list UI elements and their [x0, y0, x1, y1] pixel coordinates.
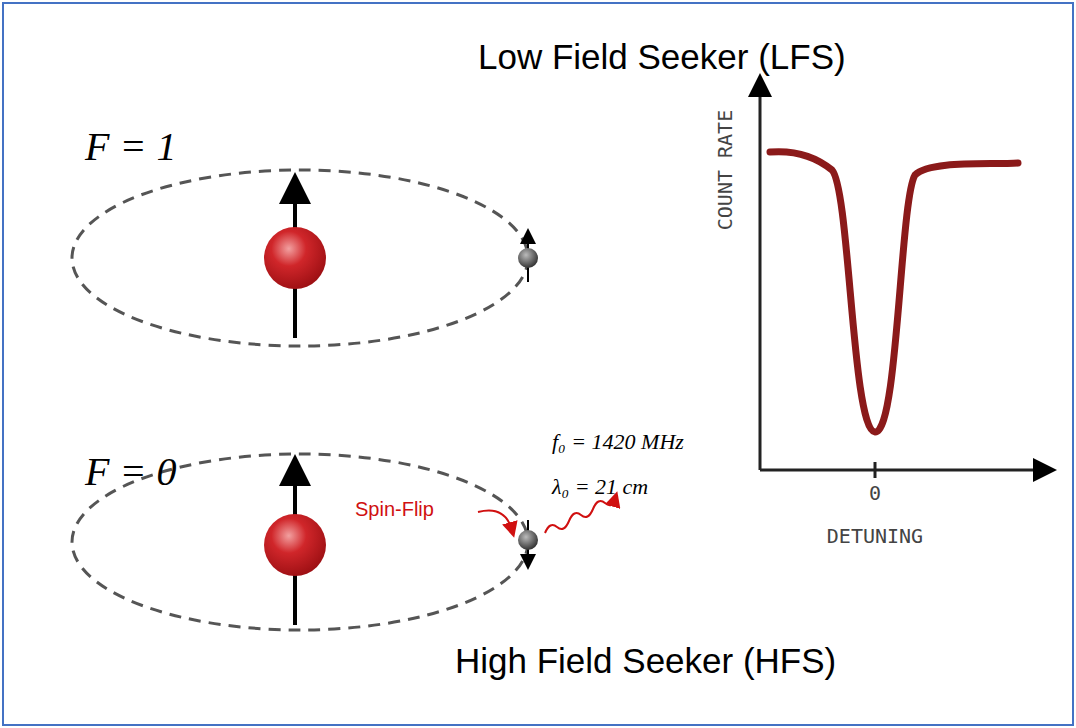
orbit	[72, 170, 528, 346]
wavelength-label: λ₀ = 21 cm	[552, 475, 648, 499]
photon	[545, 499, 615, 533]
tick-label: 0	[869, 482, 881, 504]
spin-flip-label: Spin-Flip	[355, 498, 434, 520]
tick	[874, 462, 877, 478]
frame	[3, 3, 1073, 725]
nucleus	[264, 227, 326, 289]
state-label: F = 1	[85, 125, 176, 169]
title-label: High Field Seeker (HFS)	[455, 642, 836, 681]
electron	[518, 248, 538, 268]
state-label: F = 0	[85, 450, 176, 494]
axis-label: DETUNING	[827, 525, 923, 547]
y-axis	[759, 85, 762, 470]
frequency-label: f₀ = 1420 MHz	[552, 430, 684, 454]
axis-label: COUNT RATE	[714, 110, 736, 230]
x-axis	[760, 469, 1045, 472]
nucleus	[264, 514, 326, 576]
electron	[518, 530, 538, 550]
spin-flip-arrow	[478, 510, 512, 530]
resonance-curve	[770, 152, 1018, 432]
title-label: Low Field Seeker (LFS)	[478, 38, 846, 77]
